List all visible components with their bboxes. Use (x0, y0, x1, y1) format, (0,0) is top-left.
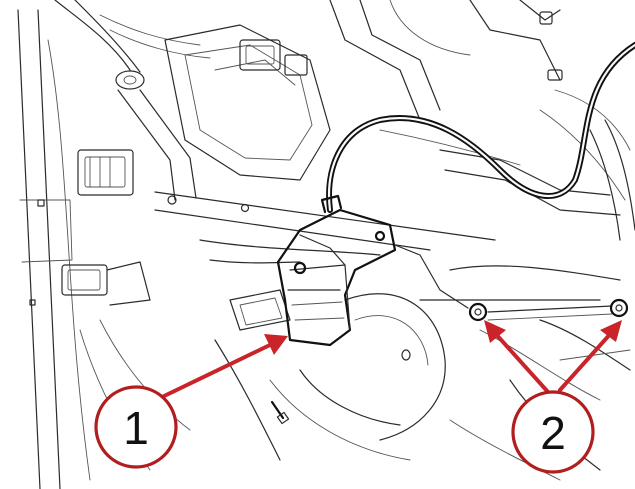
arrow-to-left-bolt (492, 330, 550, 394)
arrowhead-right-bolt (600, 320, 622, 342)
callout-1-label: 1 (123, 402, 149, 454)
cable-assembly (326, 42, 635, 213)
callout-2-circle (511, 390, 595, 474)
actuator-component (276, 194, 397, 347)
arrow-to-actuator (158, 342, 274, 400)
arrow-to-right-bolt (558, 330, 614, 392)
arrowhead-actuator (264, 334, 288, 355)
fastener-assembly (394, 244, 629, 322)
callout-1: 1 (94, 385, 178, 469)
fastener-bolt-right (609, 298, 629, 318)
callout-2-label: 2 (540, 407, 566, 459)
callout-1-circle (94, 385, 178, 469)
callout-arrows (158, 320, 622, 400)
callout-2: 2 (511, 390, 595, 474)
arrowhead-left-bolt (484, 320, 506, 343)
fastener-bolt-left (468, 302, 488, 322)
